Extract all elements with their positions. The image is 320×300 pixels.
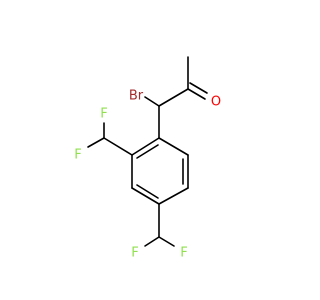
atom-f2: F xyxy=(74,148,81,163)
bond-chf2a-f2 xyxy=(87,137,105,148)
molecule-structure: Br O F F F F xyxy=(74,56,221,261)
bond-chf2b-f4 xyxy=(158,236,175,247)
atom-f4: F xyxy=(180,246,187,261)
bond-carbonyl-o-1 xyxy=(187,88,206,100)
bond-ring-c1-c2 xyxy=(131,137,160,156)
atom-o: O xyxy=(211,95,221,110)
bond-ring-inner-c1-c2 xyxy=(136,144,159,159)
atom-f3: F xyxy=(131,246,138,261)
molecule-canvas: Br O F F F F xyxy=(74,56,221,261)
bond-chf2b-f3 xyxy=(144,236,160,247)
bond-ring-c6-c1 xyxy=(158,137,189,156)
bond-ring-c4-c5 xyxy=(158,187,189,205)
atom-f1: F xyxy=(100,107,107,122)
bond-ring-inner-c3-c4 xyxy=(136,184,159,199)
bond-c2-chf2a xyxy=(103,137,133,156)
bond-ring-c3-c4 xyxy=(131,187,160,205)
bond-chbr-carbonyl xyxy=(158,88,189,107)
atom-br: Br xyxy=(129,89,144,104)
bond-carbonyl-o-2 xyxy=(189,82,208,94)
bond-chbr-br xyxy=(144,96,160,107)
